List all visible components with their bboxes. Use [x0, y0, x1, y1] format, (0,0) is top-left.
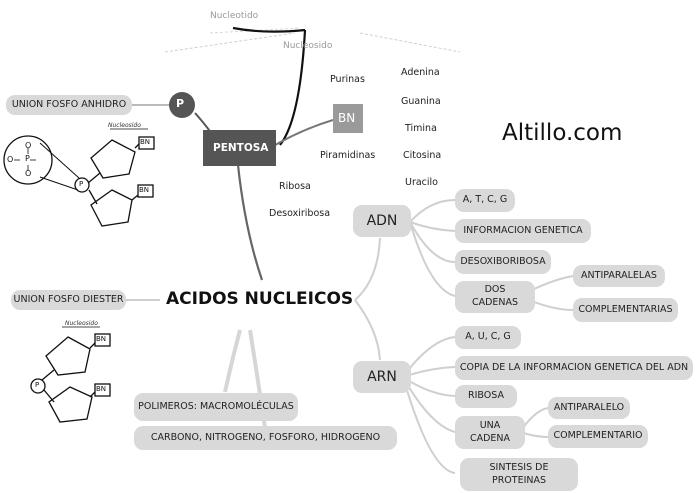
union-fosfo-diester: UNION FOSFO DIESTER	[11, 290, 126, 310]
pentosa-label: PENTOSA	[213, 142, 269, 154]
fig2-nucleosido-label: Nucleosido	[65, 320, 98, 327]
arn-node: ARN	[353, 361, 411, 393]
bn-square	[333, 104, 363, 133]
fig1-bn2: BN	[139, 186, 150, 194]
adn-cadenas: DOS CADENAS	[455, 281, 535, 313]
arn-sintesis: SINTESIS DE PROTEINAS	[460, 458, 578, 491]
fig2-bn1: BN	[96, 335, 107, 343]
phosphate-circle	[169, 92, 195, 118]
arn-azucar: RIBOSA	[455, 385, 517, 408]
phosphate-label: P	[176, 97, 185, 110]
fig1-phosphate-o-left: O	[7, 155, 14, 164]
main-title: ACIDOS NUCLEICOS	[166, 289, 354, 309]
fig2-p: P	[35, 381, 40, 389]
nucleotido-label: Nucleotido	[210, 11, 259, 21]
figure1-diagram	[3, 128, 155, 227]
adn-info: INFORMACION GENETICA	[455, 219, 591, 243]
watermark: Altillo.com	[502, 120, 623, 146]
guanina-label: Guanina	[401, 96, 441, 107]
polimeros-pill: POLIMEROS: MACROMOLÉCULAS	[134, 393, 298, 421]
pirimidinas-label: Piramidinas	[320, 150, 376, 161]
connector-nucleosido-right	[359, 32, 461, 53]
purinas-label: Purinas	[330, 74, 365, 85]
connector-pentosa-bn	[269, 119, 334, 149]
citosina-label: Citosina	[403, 150, 442, 161]
arn-bases: A, U, C, G	[455, 326, 521, 349]
connector-acidos-arn	[354, 299, 381, 361]
fig1-p: P	[79, 180, 84, 188]
figure2-diagram	[30, 326, 111, 423]
desoxiribosa-label: Desoxiribosa	[269, 208, 331, 219]
uracilo-label: Uracilo	[405, 177, 438, 188]
adn-cadenas-line2: CADENAS	[471, 297, 519, 308]
adn-node: ADN	[353, 205, 411, 237]
fig1-phosphate-o-top: O	[25, 141, 32, 150]
union-fosfo-anhidro: UNION FOSFO ANHIDRO	[6, 95, 132, 115]
arn-complementario: COMPLEMENTARIO	[548, 425, 648, 448]
adn-complementarias: COMPLEMENTARIAS	[573, 298, 678, 322]
adn-azucar: DESOXIBORIBOSA	[455, 250, 551, 274]
arn-sintesis-line1: SINTESIS DE	[489, 461, 549, 473]
arn-cadena-line1: UNA	[479, 419, 501, 431]
fig2-bn2: BN	[96, 385, 107, 393]
elementos-pill: CARBONO, NITROGENO, FOSFORO, HIDROGENO	[134, 426, 397, 450]
arn-copia: COPIA DE LA INFORMACION GENETICA DEL ADN	[455, 356, 693, 380]
fig1-phosphate-o-bottom: O	[25, 169, 32, 178]
adn-bases: A, T, C, G	[455, 189, 515, 212]
arn-antiparalelo: ANTIPARALELO	[548, 397, 630, 419]
adn-antiparalelas: ANTIPARALELAS	[573, 265, 665, 287]
fig1-phosphate-p: P	[25, 154, 30, 163]
nucleosido-label: Nucleosido	[283, 41, 333, 51]
arn-sintesis-line2: PROTEINAS	[491, 474, 547, 486]
adn-cadenas-line1: DOS	[484, 284, 506, 296]
connector-nucleotido-pentosa	[232, 26, 307, 146]
adenina-label: Adenina	[401, 67, 440, 78]
arn-cadena-line2: CADENA	[469, 432, 511, 444]
connector-acidos-adn	[354, 237, 381, 301]
bn-label: BN	[338, 111, 356, 125]
arn-cadena: UNA CADENA	[455, 416, 525, 449]
pentosa-box	[203, 130, 276, 166]
connector-nucleosido-left	[164, 32, 296, 53]
fig1-bn1: BN	[140, 138, 151, 146]
ribosa-label: Ribosa	[279, 181, 311, 192]
connector-pentosa-acidos	[236, 164, 264, 281]
connector-polimeros	[223, 329, 242, 393]
timina-label: Timina	[405, 123, 437, 134]
fig1-nucleosido-label: Nucleosido	[108, 122, 141, 129]
